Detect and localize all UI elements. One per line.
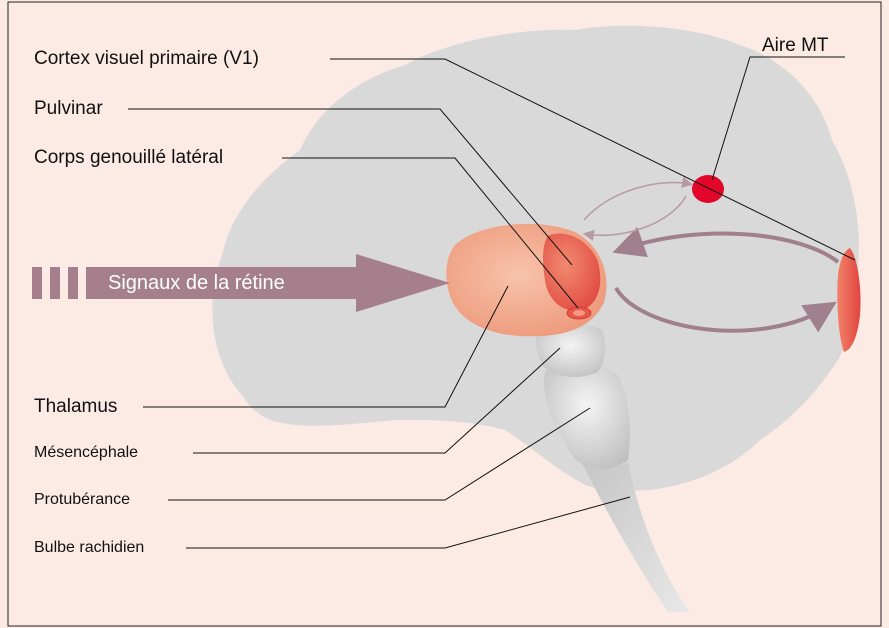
label-protuberance: Protubérance xyxy=(34,492,130,508)
label-pulvinar: Pulvinar xyxy=(34,99,103,118)
label-thalamus: Thalamus xyxy=(34,397,117,416)
label-aire-mt: Aire MT xyxy=(762,36,829,55)
label-mesencephale: Mésencéphale xyxy=(34,445,138,461)
label-cortex-v1: Cortex visuel primaire (V1) xyxy=(34,49,259,68)
aire-mt-shape xyxy=(692,175,724,203)
label-corps-genouille: Corps genouillé latéral xyxy=(34,148,223,167)
label-bulbe: Bulbe rachidien xyxy=(34,540,144,556)
retina-signal-label: Signaux de la rétine xyxy=(108,273,285,293)
corps-genouille-center xyxy=(573,310,585,316)
